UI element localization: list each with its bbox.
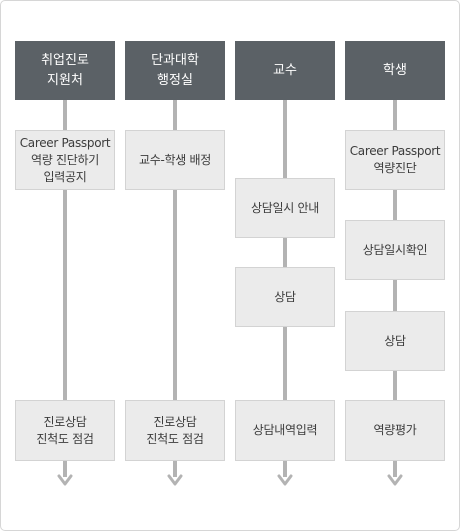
column-header: 취업진로 지원처 [15, 41, 115, 100]
column-header: 단과대학 행정실 [125, 41, 225, 100]
step-box: 상담 [235, 267, 335, 327]
column-career-center: 취업진로 지원처 Career Passport 역량 진단하기 입력공지 진로… [15, 0, 115, 531]
arrow-down-icon [57, 474, 73, 486]
step-box: 상담 [345, 311, 445, 371]
arrow-down-icon [277, 474, 293, 486]
step-box: 진로상담 진척도 점검 [15, 400, 115, 461]
step-box: 역량평가 [345, 400, 445, 461]
arrow-down-icon [387, 474, 403, 486]
column-student: 학생 Career Passport 역량진단 상담일시확인 상담 역량평가 [345, 0, 445, 531]
flow-line [173, 100, 177, 477]
step-box: 진로상담 진척도 점검 [125, 400, 225, 461]
step-box: Career Passport 역량진단 [345, 130, 445, 190]
flow-line [393, 100, 397, 477]
arrow-down-icon [167, 474, 183, 486]
column-header: 교수 [235, 41, 335, 100]
step-box: 상담내역입력 [235, 400, 335, 461]
column-college-office: 단과대학 행정실 교수-학생 배정 진로상담 진척도 점검 [125, 0, 225, 531]
step-box: 상담일시확인 [345, 220, 445, 280]
column-header: 학생 [345, 41, 445, 100]
step-box: 상담일시 안내 [235, 178, 335, 238]
step-box: Career Passport 역량 진단하기 입력공지 [15, 130, 115, 190]
column-professor: 교수 상담일시 안내 상담 상담내역입력 [235, 0, 335, 531]
step-box: 교수-학생 배정 [125, 130, 225, 190]
flow-line [63, 100, 67, 477]
